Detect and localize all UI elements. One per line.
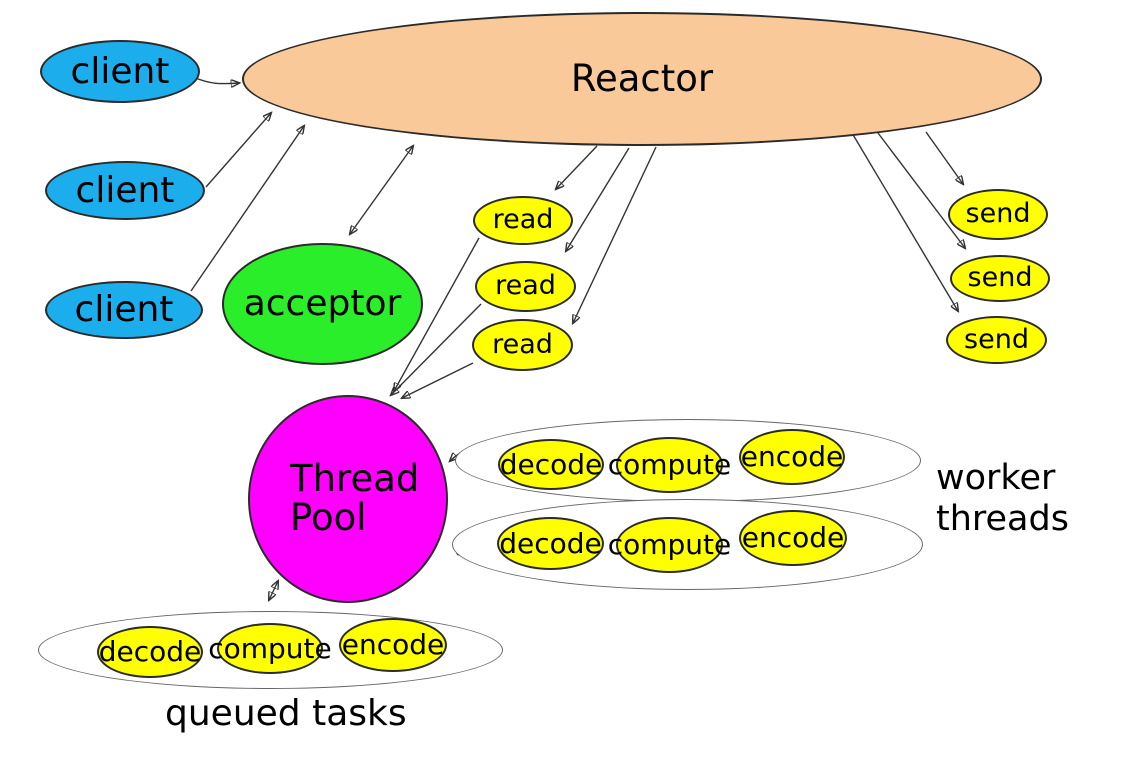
- task-node-encode: encode: [739, 429, 845, 485]
- arrow-reactor-to-read1: [556, 145, 598, 189]
- task-label: decode: [98, 635, 202, 669]
- client-node-1: client: [40, 40, 200, 103]
- read-label: read: [495, 270, 556, 302]
- acceptor-node: acceptor: [222, 243, 423, 365]
- read-label: read: [492, 204, 554, 236]
- arrow-client1-to-reactor: [192, 76, 239, 84]
- arrow-reactor-to-read2: [566, 147, 630, 251]
- client-label: client: [75, 169, 175, 211]
- task-node-decode: decode: [497, 517, 604, 570]
- read-label: read: [492, 328, 553, 360]
- client-label: client: [70, 50, 170, 92]
- arrow-reactor-to-send3: [851, 132, 958, 311]
- client-label: client: [74, 289, 174, 331]
- arrow-reactor-to-send1: [925, 131, 963, 184]
- arrow-acceptor-reactor-bidirectional: [350, 146, 413, 234]
- task-node-compute: compute: [608, 517, 731, 573]
- queued-tasks-label: queued tasks: [165, 693, 407, 734]
- task-node-decode: decode: [498, 439, 604, 490]
- worker-threads-label-line1: worker: [936, 458, 1056, 498]
- send-label: send: [964, 323, 1029, 355]
- task-node-encode: encode: [339, 618, 447, 672]
- send-node-1: send: [948, 189, 1048, 240]
- thread-pool-label-line2: Pool: [290, 496, 367, 539]
- task-label: decode: [499, 447, 603, 481]
- send-node-3: send: [946, 316, 1047, 364]
- arrow-reactor-to-read3: [573, 146, 657, 323]
- arrow-client2-to-reactor: [205, 113, 271, 188]
- task-label: encode: [341, 628, 445, 662]
- worker-threads-label-line2: threads: [936, 499, 1069, 540]
- read-node-1: read: [473, 196, 573, 245]
- task-label: compute: [607, 448, 732, 482]
- arrow-reactor-to-send2: [877, 132, 965, 248]
- reactor-node: Reactor: [242, 12, 1042, 146]
- read-node-2: read: [475, 261, 576, 312]
- reactor-label: Reactor: [570, 56, 714, 100]
- client-node-2: client: [45, 161, 205, 220]
- task-label: decode: [499, 526, 602, 560]
- send-label: send: [965, 198, 1031, 230]
- thread-pool-label-line1: Thread: [290, 457, 420, 501]
- arrow-thread-pool-queued-bidirectional: [269, 581, 278, 600]
- task-label: compute: [208, 631, 332, 665]
- send-label: send: [967, 262, 1033, 294]
- arrow-read3-to-thread-pool: [402, 362, 474, 398]
- task-node-encode: encode: [739, 510, 847, 566]
- task-label: compute: [607, 528, 732, 562]
- task-label: encode: [740, 440, 844, 474]
- task-node-compute: compute: [608, 437, 731, 493]
- read-node-3: read: [472, 319, 573, 371]
- client-node-3: client: [45, 281, 203, 339]
- send-node-2: send: [950, 255, 1050, 302]
- task-node-decode: decode: [97, 626, 203, 678]
- task-label: encode: [741, 521, 845, 555]
- task-node-compute: compute: [208, 623, 332, 674]
- thread-pool-node: Thread Pool: [248, 395, 448, 603]
- acceptor-label: acceptor: [243, 283, 402, 325]
- worker-threads-label: worker threads: [936, 458, 1069, 541]
